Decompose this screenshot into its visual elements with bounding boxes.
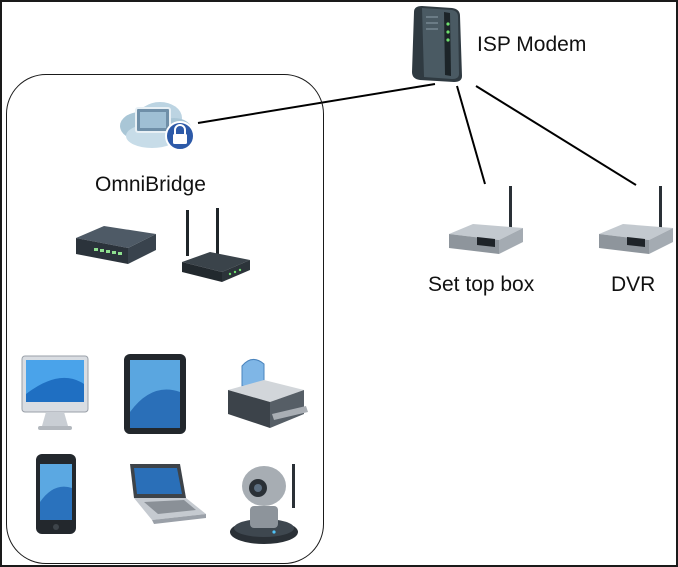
network-switch-icon[interactable]: [74, 220, 158, 268]
tablet-icon[interactable]: [122, 352, 190, 436]
printer-icon[interactable]: [224, 356, 308, 432]
link-modem-dvr: [475, 85, 637, 186]
isp-modem-label: ISP Modem: [477, 33, 587, 56]
dvr-icon[interactable]: [597, 184, 675, 262]
omnibridge-network-group: [6, 74, 324, 564]
monitor-icon[interactable]: [20, 354, 92, 432]
set-top-box-label: Set top box: [428, 273, 535, 296]
smartphone-icon[interactable]: [34, 452, 78, 536]
laptop-icon[interactable]: [124, 462, 208, 524]
cable-modem-icon[interactable]: [406, 4, 466, 84]
dvr-label: DVR: [611, 273, 656, 296]
set-top-box-icon[interactable]: [447, 184, 525, 262]
wifi-router-icon[interactable]: [180, 208, 252, 286]
ip-camera-icon[interactable]: [228, 462, 308, 546]
cloud-lock-icon[interactable]: [112, 98, 202, 154]
omnibridge-label: OmniBridge: [95, 173, 206, 196]
link-modem-set-top-box: [456, 85, 486, 185]
